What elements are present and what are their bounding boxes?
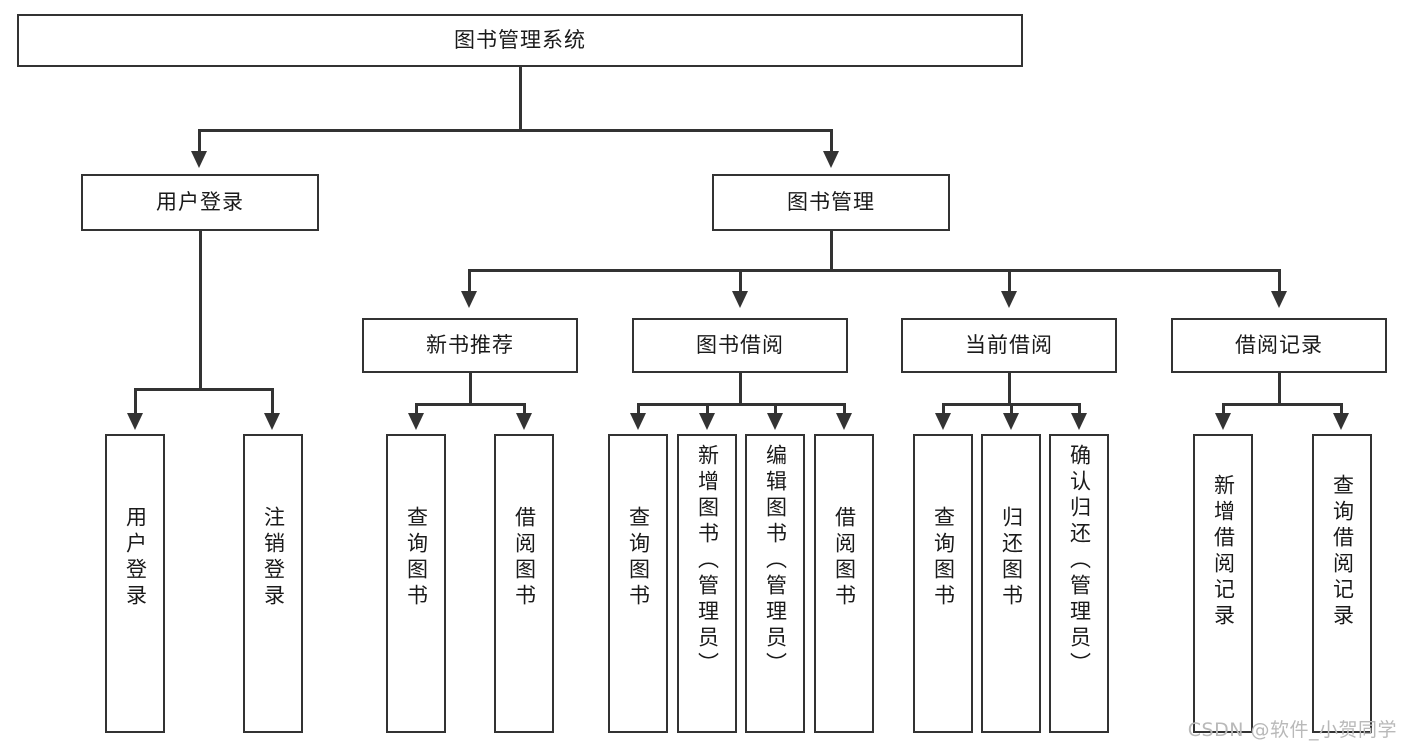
connector-nbr-stem xyxy=(469,373,472,405)
connector-book-manage-bar xyxy=(468,269,1278,272)
connector-book-manage-stem xyxy=(830,231,833,271)
connector-bb-bar xyxy=(637,403,845,406)
leaf-add-book[interactable]: 新增图书（管理员） xyxy=(677,434,737,733)
connector-cb-leaf-1 xyxy=(942,403,945,415)
arrow-bb-leaf-1 xyxy=(630,413,646,430)
leaf-label: 借阅图书 xyxy=(832,506,857,610)
arrow-cb-leaf-2 xyxy=(1003,413,1019,430)
connector-br-bar xyxy=(1222,403,1342,406)
arrow-nbr-leaf-1 xyxy=(408,413,424,430)
connector-bm-to-borrow-record xyxy=(1278,269,1281,293)
connector-cb-stem xyxy=(1008,373,1011,405)
node-user-login[interactable]: 用户登录 xyxy=(81,174,319,231)
arrow-bb-leaf-4 xyxy=(836,413,852,430)
leaf-return-book[interactable]: 归还图书 xyxy=(981,434,1041,733)
connector-nbr-leaf-2 xyxy=(523,403,526,415)
leaf-label: 借阅图书 xyxy=(512,506,537,610)
connector-bb-leaf-3 xyxy=(774,403,777,415)
connector-user-login-leaf-1 xyxy=(134,388,137,415)
node-root-system[interactable]: 图书管理系统 xyxy=(17,14,1023,67)
node-label: 图书管理系统 xyxy=(454,28,586,53)
node-current-borrow[interactable]: 当前借阅 xyxy=(901,318,1117,373)
leaf-label: 查询图书 xyxy=(931,506,956,610)
leaf-label: 查询图书 xyxy=(626,506,651,610)
node-book-borrow[interactable]: 图书借阅 xyxy=(632,318,848,373)
arrow-bm-to-current-borrow xyxy=(1001,291,1017,308)
arrow-bm-to-book-borrow xyxy=(732,291,748,308)
leaf-borrow-book-borrow[interactable]: 借阅图书 xyxy=(814,434,874,733)
arrow-root-to-book-manage xyxy=(823,151,839,168)
connector-user-login-bar xyxy=(134,388,273,391)
connector-bb-leaf-2 xyxy=(706,403,709,415)
connector-br-stem xyxy=(1278,373,1281,405)
node-label: 图书借阅 xyxy=(696,333,784,358)
leaf-query-book-borrow[interactable]: 查询图书 xyxy=(608,434,668,733)
connector-bm-to-book-borrow xyxy=(739,269,742,293)
node-label: 图书管理 xyxy=(787,190,875,215)
connector-nbr-leaf-1 xyxy=(415,403,418,415)
connector-user-login-leaf-2 xyxy=(271,388,274,415)
connector-br-leaf-1 xyxy=(1222,403,1225,415)
connector-cb-leaf-3 xyxy=(1078,403,1081,415)
arrow-root-to-user-login xyxy=(191,151,207,168)
node-label: 当前借阅 xyxy=(965,333,1053,358)
arrow-bb-leaf-3 xyxy=(767,413,783,430)
node-label: 新书推荐 xyxy=(426,333,514,358)
leaf-borrow-book-recommend[interactable]: 借阅图书 xyxy=(494,434,554,733)
leaf-label: 查询借阅记录 xyxy=(1330,474,1355,630)
connector-root-to-user-login xyxy=(198,129,201,153)
connector-nbr-bar xyxy=(415,403,525,406)
connector-bb-leaf-1 xyxy=(637,403,640,415)
leaf-label: 编辑图书（管理员） xyxy=(763,444,788,678)
node-label: 用户登录 xyxy=(156,190,244,215)
arrow-bb-leaf-2 xyxy=(699,413,715,430)
arrow-br-leaf-1 xyxy=(1215,413,1231,430)
leaf-label: 查询图书 xyxy=(404,506,429,610)
node-borrow-record[interactable]: 借阅记录 xyxy=(1171,318,1387,373)
leaf-label: 新增借阅记录 xyxy=(1211,474,1236,630)
leaf-query-book-recommend[interactable]: 查询图书 xyxy=(386,434,446,733)
arrow-user-login-leaf-1 xyxy=(127,413,143,430)
leaf-query-borrow-record[interactable]: 查询借阅记录 xyxy=(1312,434,1372,733)
connector-cb-leaf-2 xyxy=(1010,403,1013,415)
csdn-watermark: CSDN @软件_小贺同学 xyxy=(1187,719,1397,741)
connector-br-leaf-2 xyxy=(1340,403,1343,415)
connector-bb-stem xyxy=(739,373,742,405)
connector-bm-to-new-book xyxy=(468,269,471,293)
node-book-manage[interactable]: 图书管理 xyxy=(712,174,950,231)
arrow-user-login-leaf-2 xyxy=(264,413,280,430)
leaf-logout-login[interactable]: 注销登录 xyxy=(243,434,303,733)
connector-root-to-book-manage xyxy=(830,129,833,153)
leaf-confirm-return[interactable]: 确认归还（管理员） xyxy=(1049,434,1109,733)
leaf-add-borrow-record[interactable]: 新增借阅记录 xyxy=(1193,434,1253,733)
leaf-label: 确认归还（管理员） xyxy=(1067,444,1092,678)
node-label: 借阅记录 xyxy=(1235,333,1323,358)
connector-root-bar xyxy=(198,129,832,132)
leaf-label: 注销登录 xyxy=(261,506,286,610)
arrow-nbr-leaf-2 xyxy=(516,413,532,430)
connector-bm-to-current-borrow xyxy=(1008,269,1011,293)
connector-root-stem xyxy=(519,67,522,131)
leaf-query-book-current[interactable]: 查询图书 xyxy=(913,434,973,733)
leaf-label: 新增图书（管理员） xyxy=(695,444,720,678)
leaf-edit-book[interactable]: 编辑图书（管理员） xyxy=(745,434,805,733)
node-new-book-recommend[interactable]: 新书推荐 xyxy=(362,318,578,373)
connector-user-login-stem xyxy=(199,231,202,390)
arrow-bm-to-new-book xyxy=(461,291,477,308)
arrow-bm-to-borrow-record xyxy=(1271,291,1287,308)
arrow-cb-leaf-3 xyxy=(1071,413,1087,430)
leaf-label: 用户登录 xyxy=(123,506,148,610)
leaf-user-login[interactable]: 用户登录 xyxy=(105,434,165,733)
arrow-cb-leaf-1 xyxy=(935,413,951,430)
leaf-label: 归还图书 xyxy=(999,506,1024,610)
connector-bb-leaf-4 xyxy=(843,403,846,415)
arrow-br-leaf-2 xyxy=(1333,413,1349,430)
